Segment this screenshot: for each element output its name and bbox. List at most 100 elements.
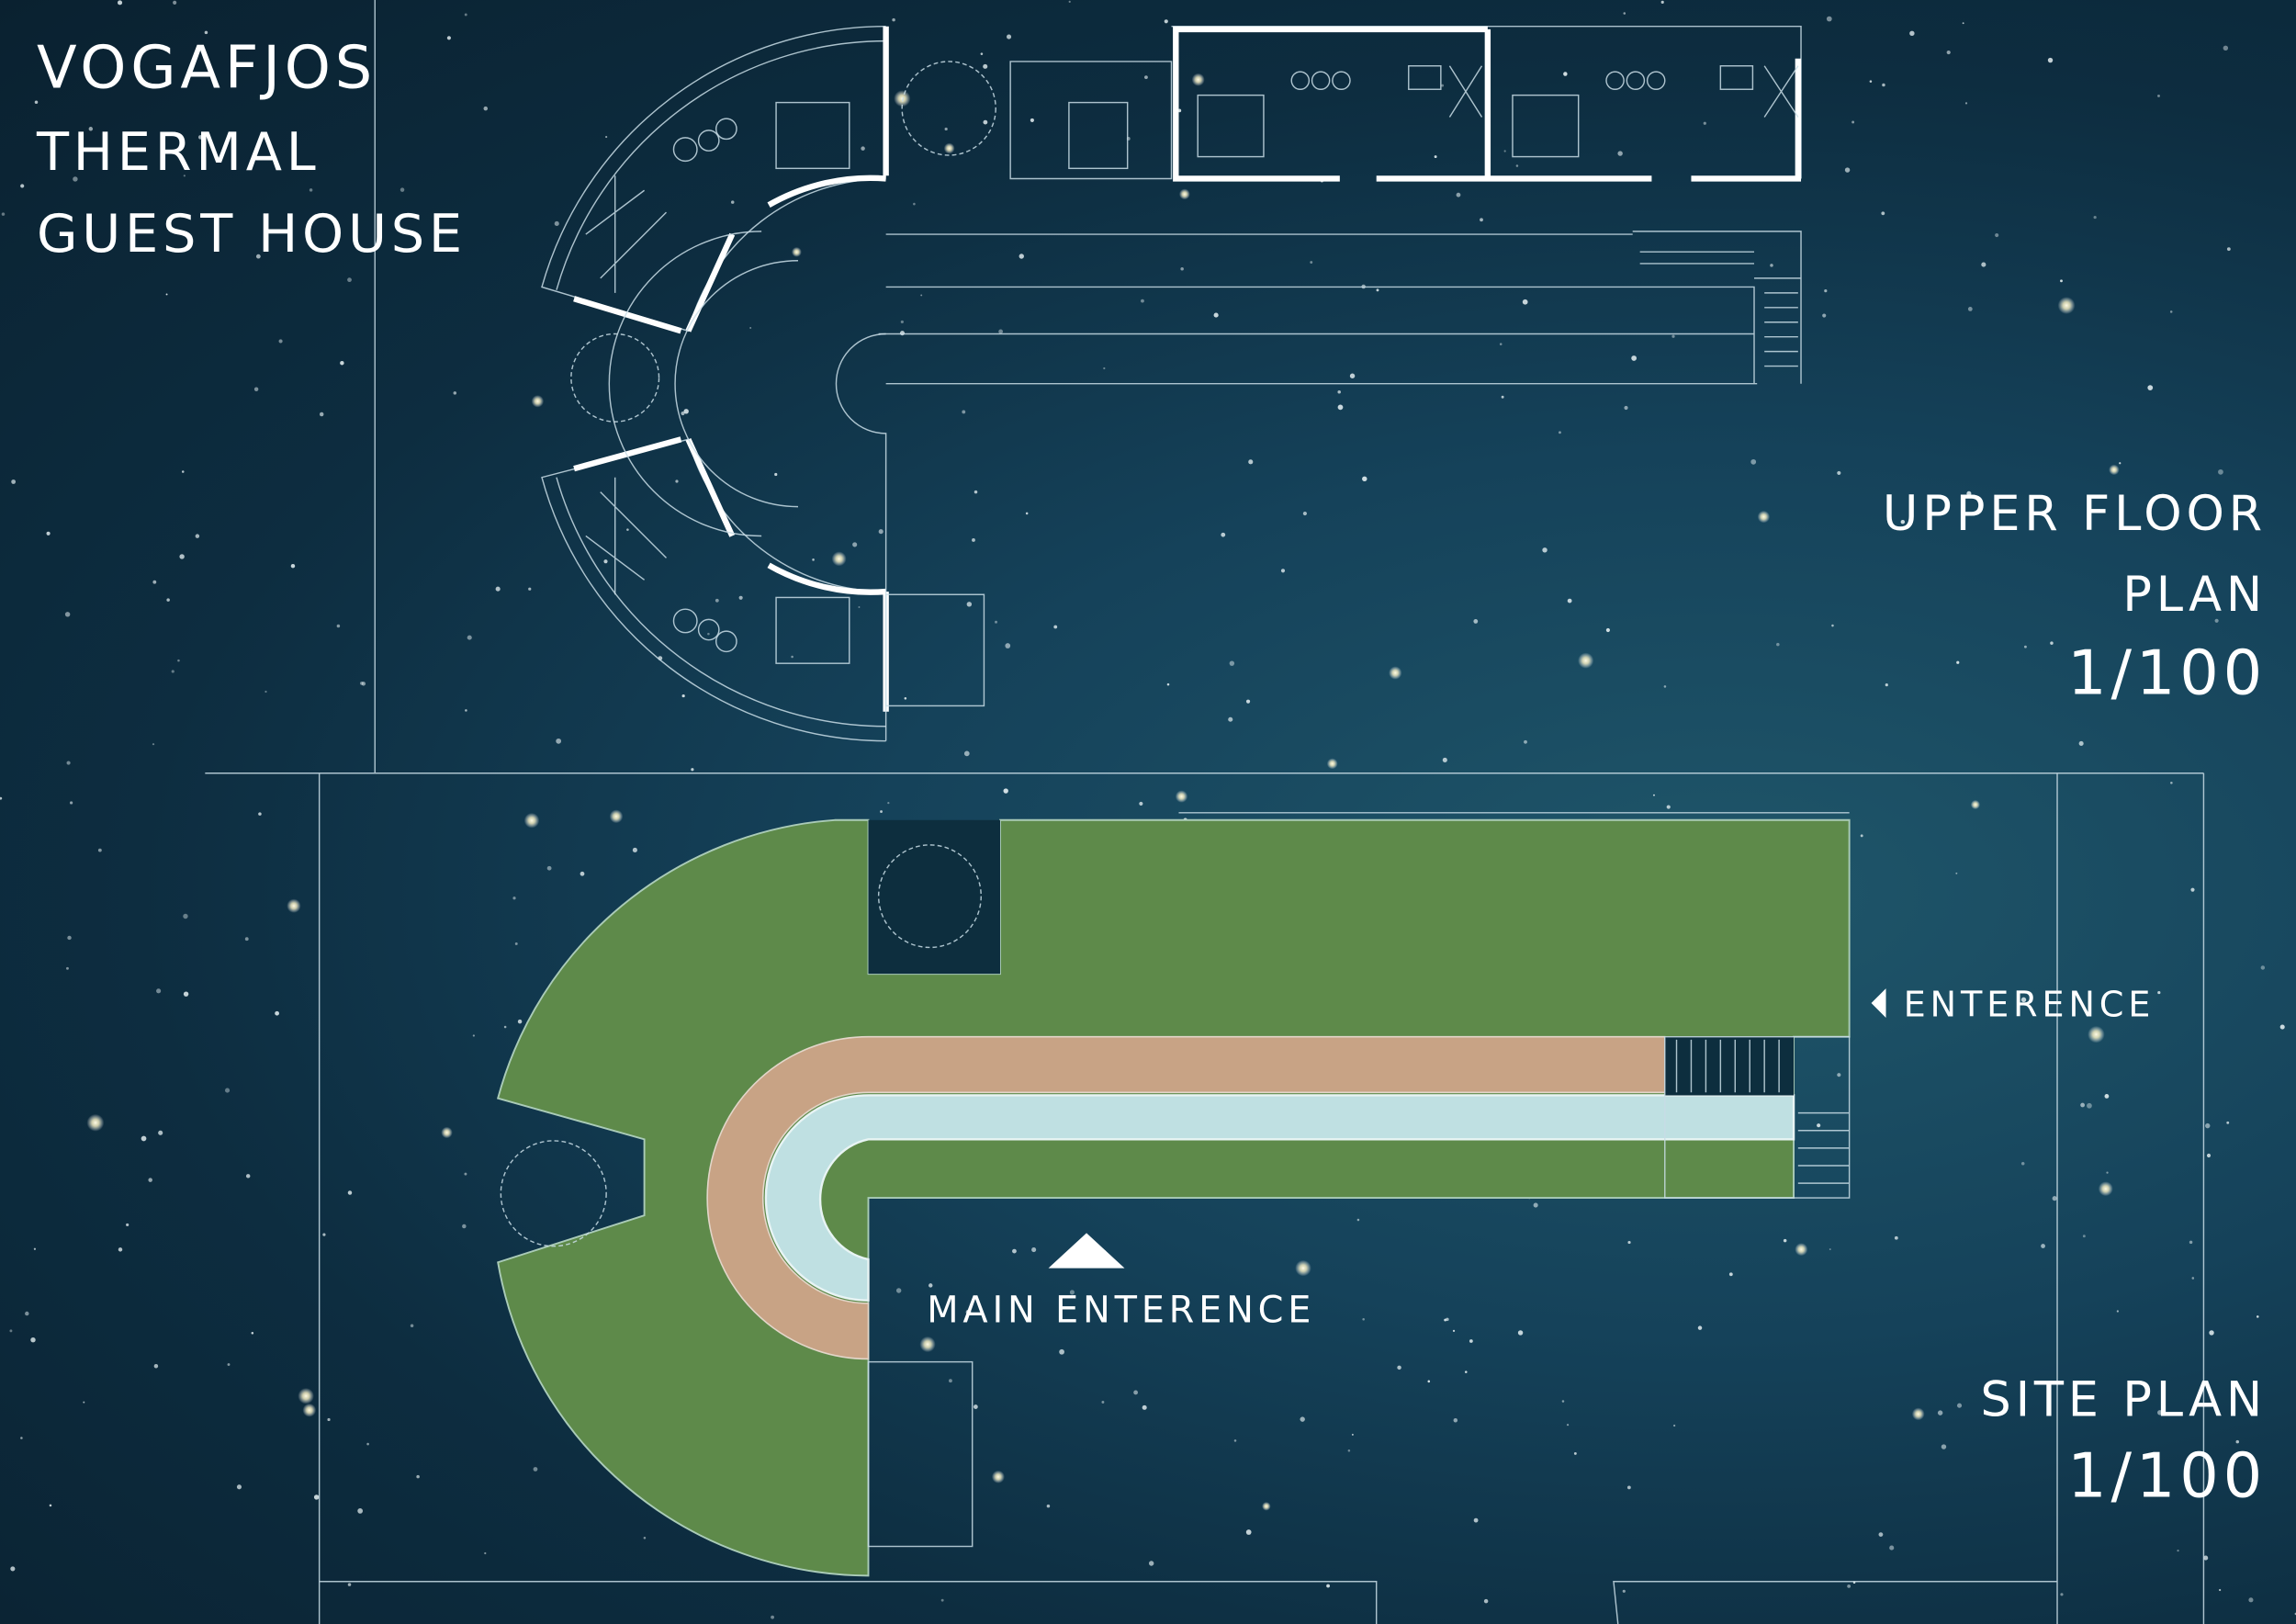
star	[20, 184, 25, 188]
star	[1005, 643, 1011, 648]
star	[1228, 716, 1233, 722]
star	[1446, 1317, 1449, 1322]
star	[1310, 261, 1313, 264]
star	[1068, 0, 1071, 4]
star	[465, 709, 467, 712]
star	[1624, 405, 1628, 411]
star	[1881, 211, 1885, 216]
star	[899, 331, 906, 336]
star	[327, 1417, 331, 1422]
star	[453, 391, 457, 395]
star	[2098, 1181, 2113, 1197]
star	[1376, 288, 1379, 292]
star	[446, 36, 451, 40]
star	[0, 796, 3, 800]
star	[1522, 299, 1528, 305]
star	[944, 127, 948, 131]
star	[1567, 598, 1572, 603]
star	[1776, 642, 1780, 647]
star	[887, 801, 890, 805]
star	[1795, 1243, 1808, 1257]
star	[2093, 215, 2097, 220]
pool	[764, 1094, 1795, 1302]
star	[1697, 1325, 1703, 1330]
star	[1578, 652, 1594, 669]
star	[1434, 155, 1437, 159]
tree-notch	[868, 819, 1000, 975]
star	[165, 293, 168, 296]
star	[1175, 790, 1188, 803]
star	[1966, 491, 1972, 496]
star	[1750, 458, 1757, 465]
star	[183, 991, 189, 997]
star	[683, 409, 689, 414]
star	[904, 697, 907, 700]
star	[1824, 289, 1828, 293]
side-entrance-label: ENTERENCE	[1904, 984, 2155, 1025]
star	[972, 538, 975, 542]
star	[152, 580, 157, 584]
star	[920, 294, 923, 297]
star	[2203, 1555, 2209, 1561]
star	[2206, 1153, 2212, 1158]
star	[2020, 1162, 2025, 1166]
upper-floor-plan	[541, 25, 1802, 742]
star	[1280, 569, 1286, 573]
star	[244, 937, 249, 942]
star	[255, 254, 261, 259]
star	[1826, 16, 1832, 22]
star	[2020, 997, 2027, 1003]
star	[359, 681, 364, 685]
star	[66, 761, 71, 765]
star	[2109, 464, 2120, 476]
star	[1911, 1407, 1925, 1421]
star	[2119, 462, 2122, 465]
star	[1894, 1235, 1898, 1240]
star	[966, 602, 973, 607]
star	[253, 387, 259, 391]
star	[1626, 1485, 1631, 1490]
star	[1970, 799, 1981, 810]
star	[49, 1504, 52, 1507]
star	[173, 0, 177, 5]
star	[1770, 264, 1773, 267]
star	[1191, 73, 1205, 86]
star	[1660, 0, 1664, 4]
star	[1517, 1330, 1524, 1336]
star	[158, 1130, 163, 1135]
star	[1666, 805, 1671, 809]
star	[2047, 57, 2054, 63]
star	[531, 395, 545, 408]
star	[1059, 1348, 1064, 1355]
star	[691, 768, 694, 772]
star	[1144, 75, 1148, 80]
star	[556, 738, 562, 744]
upper-floor-label: UPPER FLOOR	[1883, 486, 2267, 542]
star	[11, 479, 17, 484]
star	[1213, 312, 1219, 318]
tree-icon	[500, 1140, 607, 1247]
star	[1533, 1202, 1538, 1208]
star	[943, 142, 955, 154]
star	[1053, 625, 1058, 629]
star	[1964, 102, 1968, 105]
star	[1889, 1545, 1895, 1551]
star	[2256, 1315, 2259, 1318]
star	[1885, 683, 1888, 687]
star	[258, 812, 262, 816]
star	[962, 410, 966, 414]
star	[66, 966, 69, 970]
star	[1631, 355, 1637, 361]
star	[1347, 1449, 1351, 1452]
star	[302, 1403, 317, 1417]
star	[1362, 1317, 1365, 1321]
star	[361, 682, 366, 686]
star	[2106, 1171, 2109, 1174]
star	[1300, 1416, 1305, 1422]
star	[1427, 1380, 1431, 1383]
star	[464, 1172, 467, 1176]
star	[309, 188, 313, 192]
star	[1019, 254, 1024, 259]
star	[2218, 468, 2223, 475]
star	[1829, 1248, 1831, 1250]
